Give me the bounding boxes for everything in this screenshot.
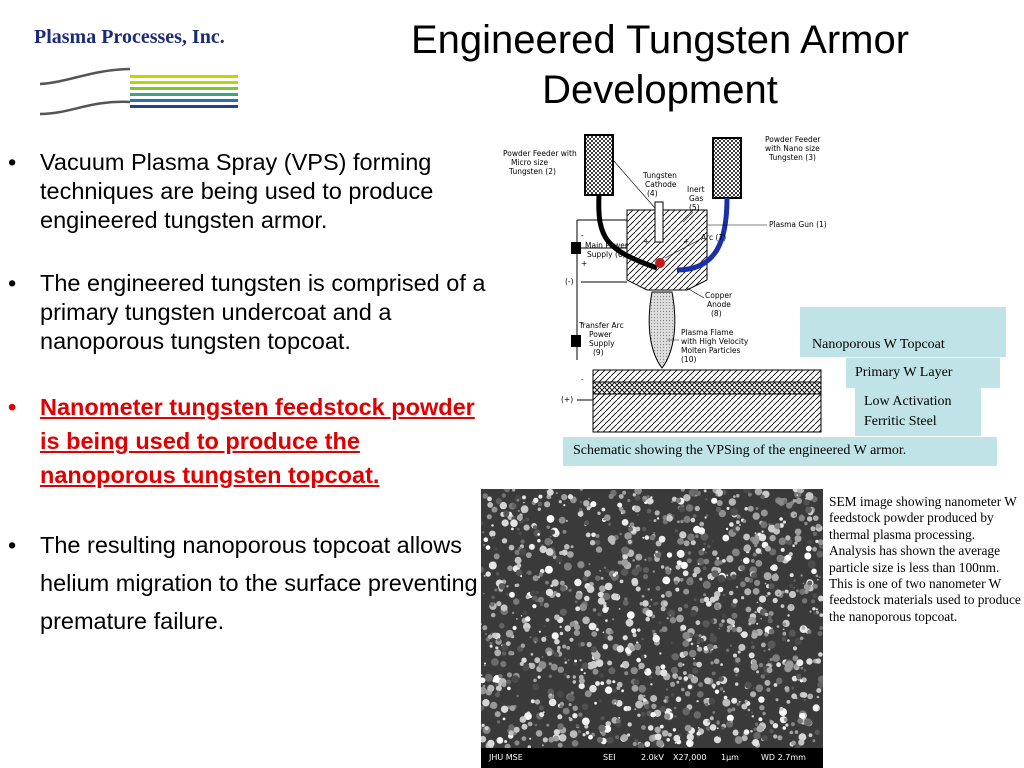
bullet-text: Vacuum Plasma Spray (VPS) forming techni…: [40, 149, 434, 233]
bullet-text: The engineered tungsten is comprised of …: [40, 270, 486, 354]
sem-magnification: X27,000: [673, 753, 707, 762]
schematic-caption: Schematic showing the VPSing of the engi…: [563, 437, 997, 466]
sem-wd: WD 2.7mm: [761, 753, 806, 762]
bullet-text: Nanometer tungsten feedstock powder is b…: [40, 394, 475, 488]
sem-voltage: 2.0kV: [641, 753, 664, 762]
nano-feeder-hopper: [712, 137, 742, 199]
micro-feeder-hopper: [584, 134, 614, 196]
bullet-glyph: •: [8, 532, 17, 558]
label-plus: (+): [561, 395, 573, 404]
slide-title: Engineered Tungsten Armor Development: [410, 18, 910, 112]
bullet-glyph: •: [8, 394, 17, 420]
sign-plus: +: [581, 259, 587, 268]
sign-minus: -: [581, 375, 584, 384]
sem-scale: 1μm: [721, 753, 739, 762]
bullet-item: • The engineered tungsten is comprised of…: [0, 269, 490, 356]
sem-image: JHU MSE SEI 2.0kV X27,000 1μm WD 2.7mm: [481, 489, 823, 768]
label-minus: (-): [565, 277, 574, 286]
logo-company-name: Plasma Processes, Inc.: [34, 26, 225, 48]
bullet-text: The resulting nanoporous topcoat allows …: [40, 532, 478, 634]
callout-steel: Low Activation Ferritic Steel: [855, 386, 981, 436]
company-logo: Plasma Processes, Inc.: [30, 22, 245, 127]
bullet-list: • Vacuum Plasma Spray (VPS) forming techn…: [0, 148, 490, 674]
sign-plus: +: [683, 237, 689, 246]
sem-texture: [481, 489, 823, 748]
callout-primary-layer: Primary W Layer: [846, 358, 1000, 388]
bullet-item: • The resulting nanoporous topcoat allows…: [0, 526, 490, 640]
bullet-glyph: •: [8, 149, 17, 175]
sem-detector: SEI: [603, 753, 616, 762]
bullet-item-emphasis: • Nanometer tungsten feedstock powder is …: [0, 390, 490, 492]
sem-lab: JHU MSE: [489, 753, 523, 762]
sign-minus: -: [581, 319, 584, 328]
logo-graphic: [39, 67, 238, 116]
sem-caption: SEM image showing nanometer W feedstock …: [829, 494, 1021, 624]
sem-info-bar: JHU MSE SEI 2.0kV X27,000 1μm WD 2.7mm: [481, 748, 823, 768]
callout-topcoat: Nanoporous W Topcoat: [800, 307, 1006, 357]
bullet-glyph: •: [8, 270, 17, 296]
sign-minus: -: [581, 231, 584, 240]
bullet-item: • Vacuum Plasma Spray (VPS) forming techn…: [0, 148, 490, 235]
sign-plus: +: [643, 237, 649, 246]
label-arc: Arc (7): [701, 233, 726, 242]
label-plasma-gun: Plasma Gun (1): [769, 220, 827, 229]
